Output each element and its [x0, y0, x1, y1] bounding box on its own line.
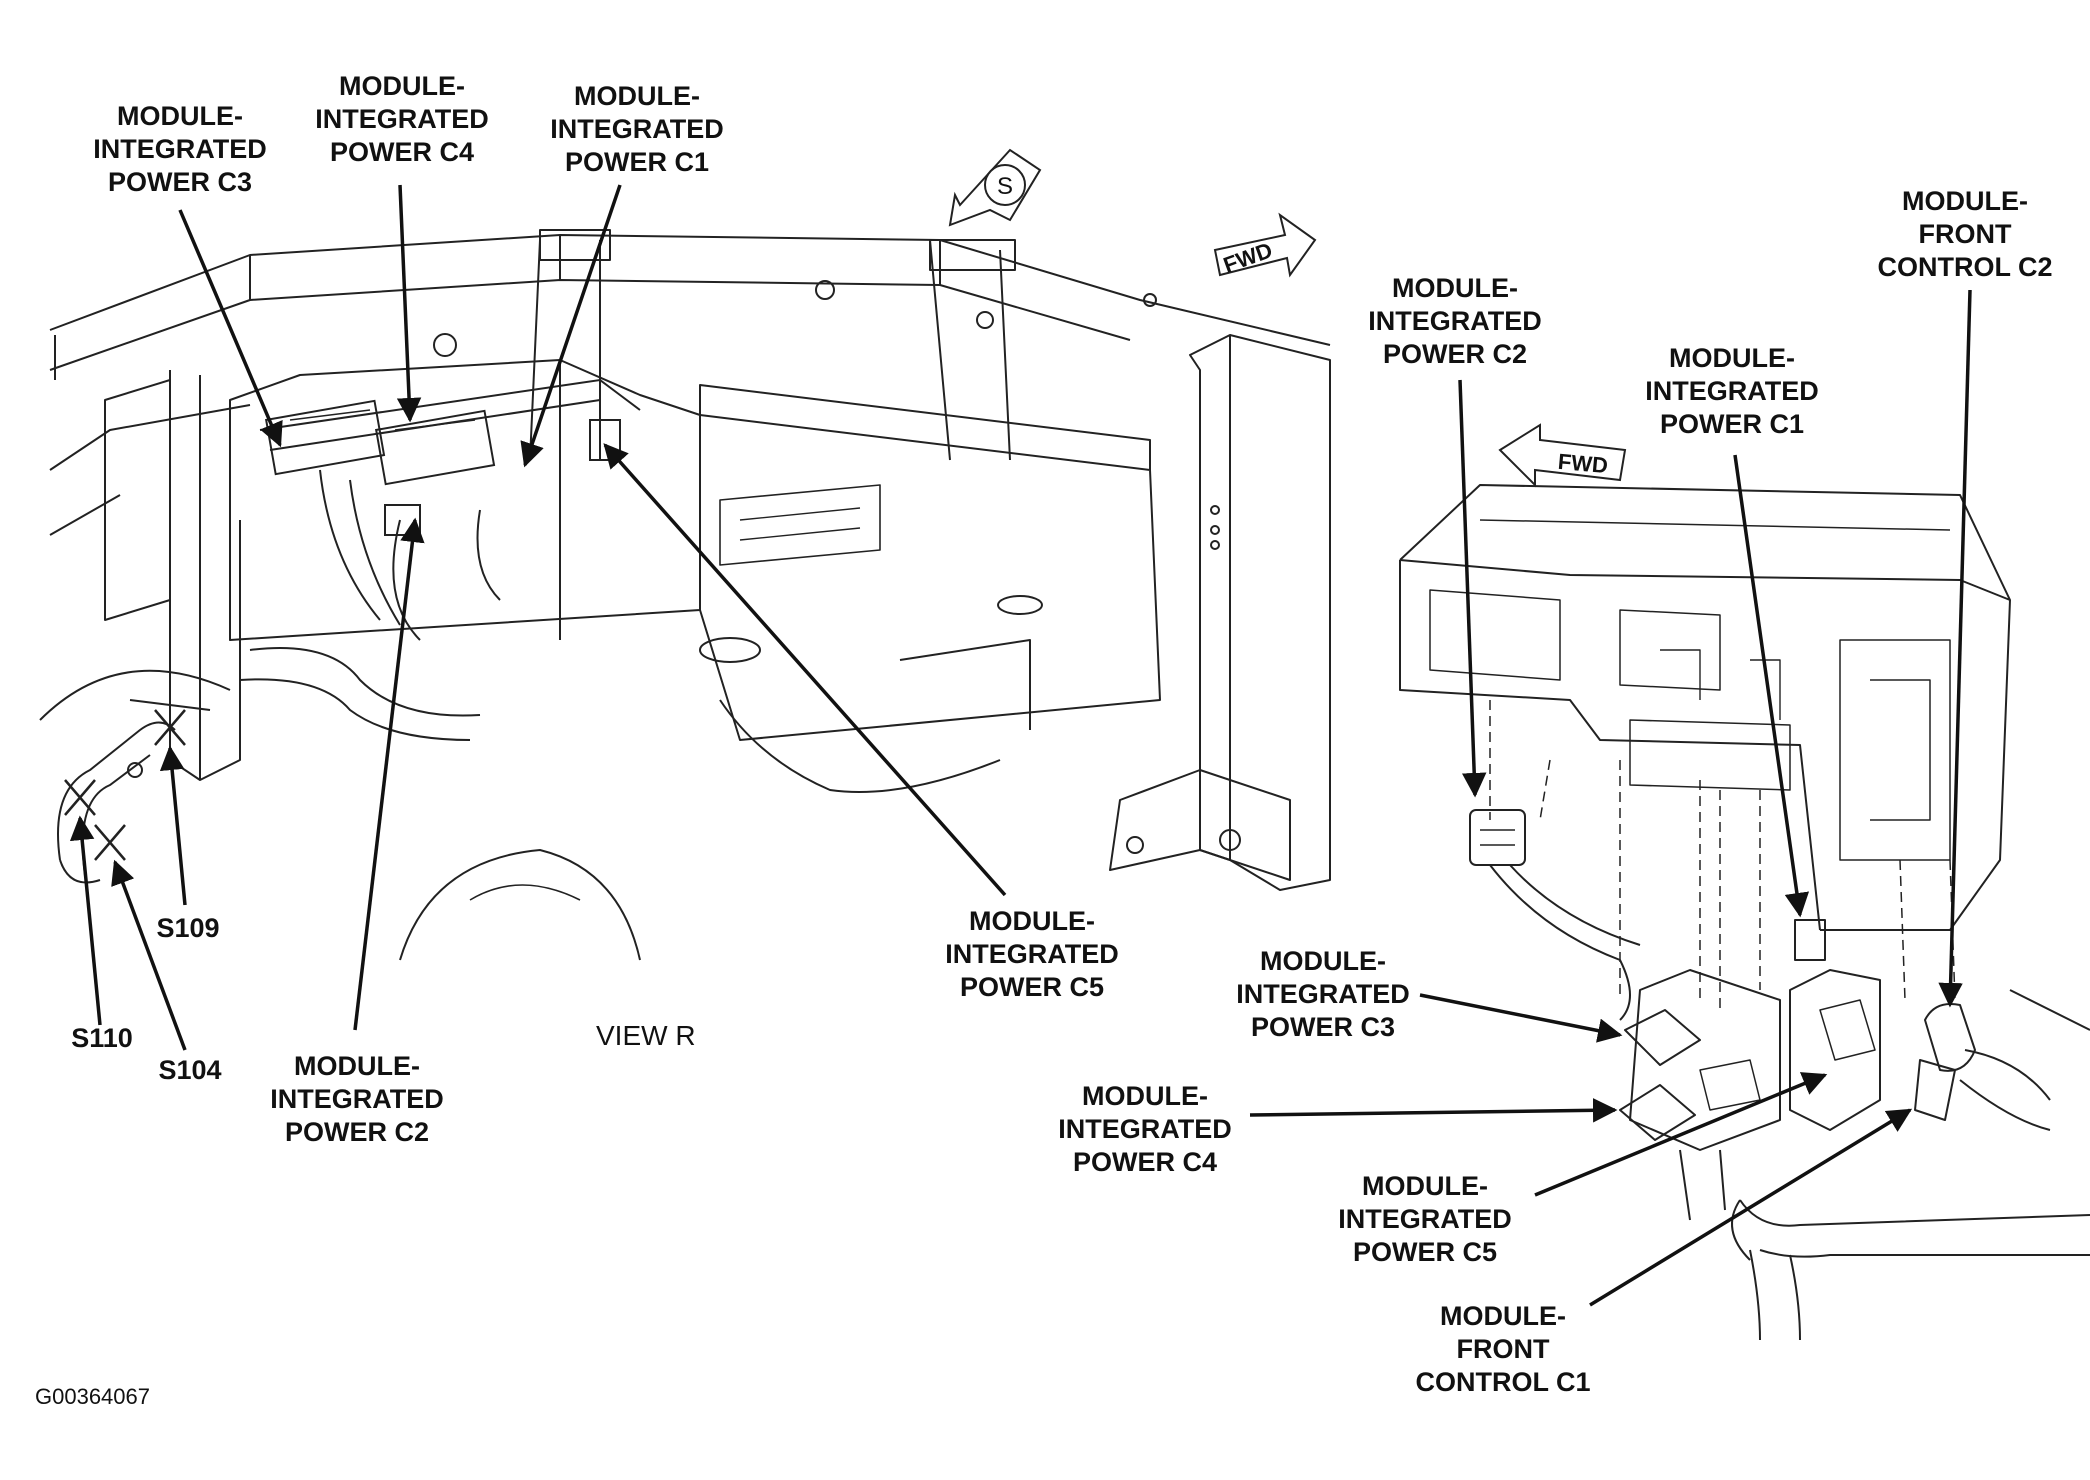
left-harness-drawing	[57, 378, 641, 884]
leader-right-c5	[1534, 1072, 1828, 1197]
leader-left-c1	[520, 184, 622, 468]
module-drawing	[1399, 484, 2090, 1341]
leader-lines	[69, 184, 1972, 1307]
leader-right-c1	[1733, 454, 1810, 918]
leader-right-c3	[1419, 993, 1623, 1043]
figure-id: G00364067	[35, 1384, 150, 1409]
view-marker-icon: S	[948, 148, 1042, 227]
fwd-arrow-icon-1: FWD	[1213, 212, 1317, 278]
leader-s109	[159, 745, 187, 906]
leader-right-c4	[1249, 1098, 1618, 1123]
fwd-arrow-icon-2: FWD	[1498, 423, 1627, 488]
leader-left-c3	[178, 209, 283, 448]
fwd-arrow-label-2: FWD	[1557, 449, 1609, 478]
label-splice-s104: S104	[158, 1055, 222, 1085]
leader-s104	[111, 859, 187, 1051]
leader-left-c4	[396, 184, 422, 423]
leader-s110	[69, 815, 102, 1026]
dash-frame-drawing	[39, 229, 1331, 961]
label-splice-s110: S110	[71, 1023, 133, 1053]
leader-left-c2	[353, 517, 425, 1031]
label-splice-s109: S109	[156, 913, 220, 943]
leader-right-fc1	[1589, 1108, 1913, 1307]
fwd-arrow-label-1: FWD	[1220, 237, 1276, 278]
leader-right-c2	[1458, 379, 1487, 798]
leader-left-c5	[603, 443, 1007, 897]
view-marker-letter: S	[997, 173, 1013, 200]
view-label: VIEW R	[596, 1020, 696, 1051]
leader-right-fc2	[1938, 289, 1972, 1008]
